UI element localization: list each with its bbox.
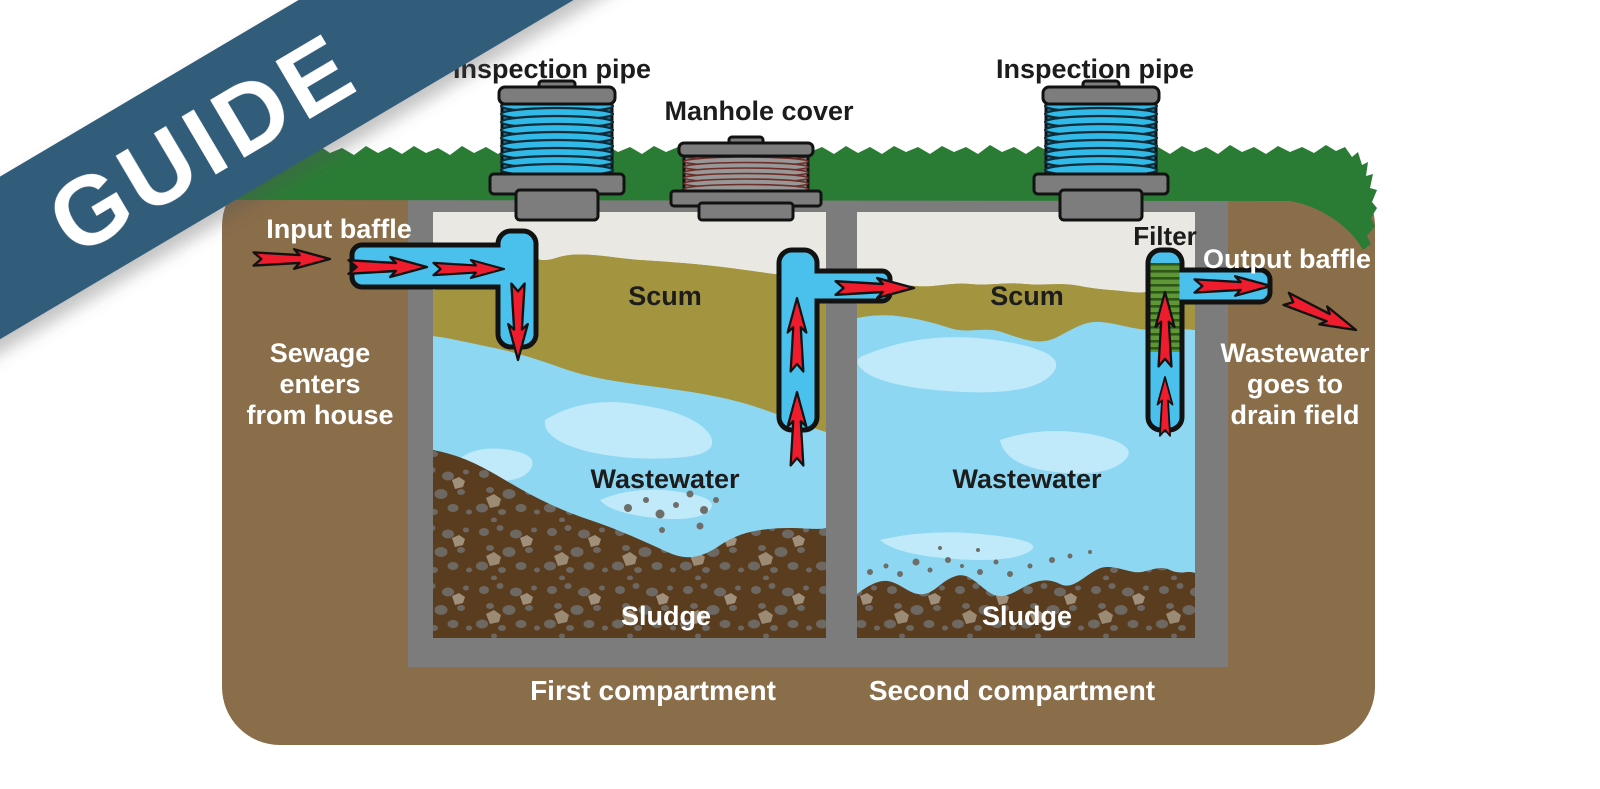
filter-label: Filter xyxy=(1133,221,1197,251)
wastewater-label-1: Wastewater xyxy=(590,464,740,494)
inspection-pipe-left-label: Inspection pipe xyxy=(453,54,651,84)
first-compartment-label: First compartment xyxy=(530,675,776,706)
sewage-enters-line2: enters xyxy=(279,369,360,399)
manhole-cover xyxy=(669,135,823,222)
drain-field-line1: Wastewater xyxy=(1220,338,1370,368)
drain-field-line2: goes to xyxy=(1247,369,1343,399)
sludge-label-2: Sludge xyxy=(982,601,1072,631)
sludge-layer-2 xyxy=(857,566,1195,638)
sludge-layer-1 xyxy=(433,450,826,638)
output-baffle-label: Output baffle xyxy=(1203,244,1371,274)
wastewater-label-2: Wastewater xyxy=(952,464,1102,494)
sludge-speckles-2 xyxy=(867,546,1092,577)
input-baffle-label: Input baffle xyxy=(266,214,411,244)
sludge-label-1: Sludge xyxy=(621,601,711,631)
water-highlights-2 xyxy=(857,337,1129,560)
middle-baffle-pipe xyxy=(776,247,893,433)
scum-label-1: Scum xyxy=(628,281,702,311)
sludge-speckles-1 xyxy=(624,477,719,533)
guide-ribbon-band xyxy=(0,0,1010,455)
second-compartment-label: Second compartment xyxy=(869,675,1155,706)
manhole-cover-label: Manhole cover xyxy=(664,96,854,126)
inspection-pipe-right-label: Inspection pipe xyxy=(996,54,1194,84)
sewage-enters-line1: Sewage xyxy=(270,338,371,368)
sewage-enters-line3: from house xyxy=(246,400,393,430)
drain-field-line3: drain field xyxy=(1230,400,1359,430)
scum-label-2: Scum xyxy=(990,281,1064,311)
